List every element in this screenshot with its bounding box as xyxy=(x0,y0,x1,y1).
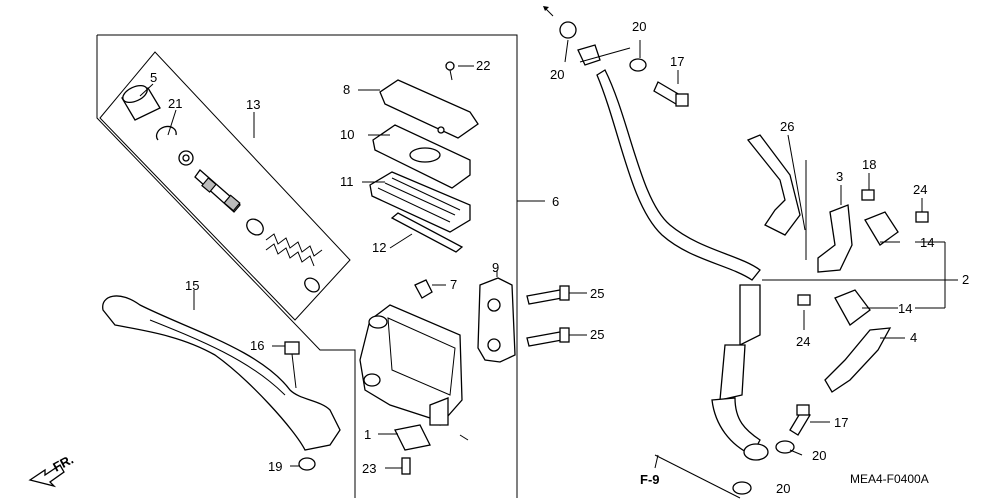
front-arrow-icon: FR. xyxy=(28,452,76,488)
holder-9 xyxy=(477,277,516,363)
callout-2: 2 xyxy=(962,272,969,287)
bracket-4 xyxy=(824,327,892,393)
clamp-14-lower xyxy=(834,289,871,326)
boot-5 xyxy=(121,84,161,121)
oil-bolt-17-lower xyxy=(789,404,811,436)
plate-10 xyxy=(372,124,471,189)
callout-12: 12 xyxy=(372,240,386,255)
reservoir-cap-8 xyxy=(379,79,479,139)
callout-23: 23 xyxy=(362,461,376,476)
callout-17-top: 17 xyxy=(670,54,684,69)
pivot-bolt-16 xyxy=(284,341,300,389)
callout-16: 16 xyxy=(250,338,264,353)
screw-22 xyxy=(445,61,455,81)
callout-4: 4 xyxy=(910,330,917,345)
bracket-26 xyxy=(746,134,801,236)
spring-seat xyxy=(304,277,320,293)
bolt-24-right xyxy=(915,211,929,223)
bolt-25-lower xyxy=(526,327,570,347)
clip-7 xyxy=(414,279,433,299)
callout-20-b: 20 xyxy=(632,19,646,34)
callout-6: 6 xyxy=(552,194,559,209)
gasket-12 xyxy=(390,212,464,253)
piston-cup xyxy=(246,218,264,236)
reference-label: F-9 xyxy=(640,472,660,487)
callout-25-lower: 25 xyxy=(590,327,604,342)
top-arrow-icon xyxy=(543,6,554,17)
callout-13: 13 xyxy=(246,97,260,112)
circlip-21 xyxy=(155,125,177,141)
bolt-18 xyxy=(861,189,875,201)
callout-7: 7 xyxy=(450,277,457,292)
oil-bolt-17-top xyxy=(653,81,689,107)
callout-26: 26 xyxy=(780,119,794,134)
leader-lines xyxy=(139,39,958,499)
diaphragm-11 xyxy=(369,171,471,233)
callout-3: 3 xyxy=(836,169,843,184)
bolt-24-left xyxy=(797,294,811,306)
diagram-code: MEA4-F0400A xyxy=(850,472,929,486)
callout-1: 1 xyxy=(364,427,371,442)
callout-20-a: 20 xyxy=(550,67,564,82)
callout-25-upper: 25 xyxy=(590,286,604,301)
clamp-3 xyxy=(817,204,853,273)
washer-piston xyxy=(178,150,194,166)
front-stop-switch-1 xyxy=(394,424,431,451)
callout-14-lower: 14 xyxy=(898,301,912,316)
master-cylinder-frame xyxy=(96,34,545,498)
clamp-14-upper xyxy=(864,211,899,246)
callout-5: 5 xyxy=(150,70,157,85)
callout-15: 15 xyxy=(185,278,199,293)
callout-11: 11 xyxy=(340,174,354,189)
callout-22: 22 xyxy=(476,58,490,73)
callout-17-lower: 17 xyxy=(834,415,848,430)
piston-kit-frame xyxy=(99,51,351,321)
callout-24-right: 24 xyxy=(913,182,927,197)
washer-20-lower xyxy=(775,440,795,454)
callout-20-d: 20 xyxy=(776,481,790,496)
spring xyxy=(265,233,323,267)
callout-19: 19 xyxy=(268,459,282,474)
callout-9: 9 xyxy=(492,260,499,275)
callout-24-left: 24 xyxy=(796,334,810,349)
callout-20-c: 20 xyxy=(812,448,826,463)
nut-19 xyxy=(298,457,316,471)
washer-20-top xyxy=(629,58,647,72)
callout-10: 10 xyxy=(340,127,354,142)
callout-18: 18 xyxy=(862,157,876,172)
callout-labels: 5 21 13 8 10 11 12 7 22 9 6 25 25 15 16 … xyxy=(150,19,969,496)
washer-20-bottom xyxy=(732,481,752,495)
master-cylinder-body xyxy=(359,304,463,426)
callout-14-upper: 14 xyxy=(920,235,934,250)
piston-rod xyxy=(194,169,241,213)
brake-hose-2 xyxy=(559,21,769,461)
callout-8: 8 xyxy=(343,82,350,97)
brake-lever-15 xyxy=(102,295,341,451)
screw-23 xyxy=(401,457,411,475)
callout-21: 21 xyxy=(168,96,182,111)
bolt-25-upper xyxy=(526,285,570,305)
